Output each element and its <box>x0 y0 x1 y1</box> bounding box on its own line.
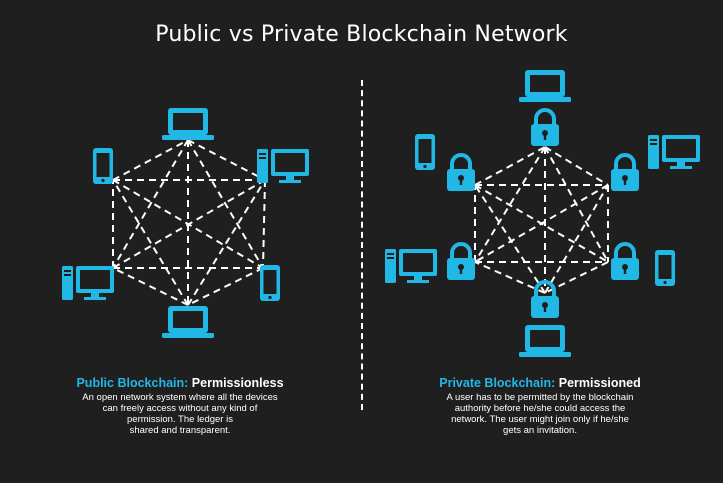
private-lock-bottom <box>529 280 561 320</box>
public-description: An open network system where all the dev… <box>60 392 300 436</box>
private-node-bottom-right <box>655 250 675 286</box>
public-heading: Public Blockchain: Permissionless <box>60 376 300 390</box>
private-lock-top-left <box>445 153 477 193</box>
private-description-line: authority before he/she could access the <box>454 403 626 414</box>
laptop-icon <box>519 325 571 357</box>
private-caption: Private Blockchain: Permissioned A user … <box>420 376 660 436</box>
lock-icon <box>445 153 477 193</box>
public-heading-type: Permissionless <box>191 376 284 390</box>
private-heading: Private Blockchain: Permissioned <box>420 376 660 390</box>
public-caption: Public Blockchain: Permissionless An ope… <box>60 376 300 436</box>
public-network <box>112 139 266 306</box>
private-node-bottom <box>519 325 571 357</box>
public-node-bottom-right <box>260 265 280 301</box>
public-node-top-right <box>257 149 309 183</box>
private-description-line: A user has to be permitted by the blockc… <box>446 392 634 403</box>
public-node-top <box>162 108 214 140</box>
private-node-top <box>519 70 571 102</box>
private-lock-top-right <box>609 153 641 193</box>
lock-icon <box>445 242 477 282</box>
private-description-line: network. The user might join only if he/… <box>451 414 629 425</box>
public-node-bottom-left <box>62 266 114 300</box>
laptop-icon <box>162 108 214 140</box>
laptop-icon <box>162 306 214 338</box>
private-lock-bottom-left <box>445 242 477 282</box>
public-description-line: An open network system where all the dev… <box>82 392 278 403</box>
public-description-line: permission. The ledger is <box>127 414 233 425</box>
public-description-line: shared and transparent. <box>129 425 231 436</box>
desktop-icon <box>648 135 700 169</box>
private-node-top-right <box>648 135 700 169</box>
public-heading-accent: Public Blockchain: <box>76 376 189 390</box>
phone-icon <box>260 265 280 301</box>
page-title: Public vs Private Blockchain Network <box>155 22 568 47</box>
private-description: A user has to be permitted by the blockc… <box>420 392 660 436</box>
desktop-icon <box>62 266 114 300</box>
private-network <box>474 146 609 294</box>
lock-icon <box>529 108 561 148</box>
lock-icon <box>609 153 641 193</box>
private-heading-type: Permissioned <box>558 376 641 390</box>
phone-icon <box>415 134 435 170</box>
lock-icon <box>609 242 641 282</box>
private-lock-top <box>529 108 561 148</box>
public-node-bottom <box>162 306 214 338</box>
phone-icon <box>655 250 675 286</box>
desktop-icon <box>257 149 309 183</box>
public-description-line: can freely access without any kind of <box>102 403 258 414</box>
section-divider <box>361 80 363 410</box>
lock-icon <box>529 280 561 320</box>
private-node-bottom-left <box>385 249 437 283</box>
phone-icon <box>93 148 113 184</box>
private-lock-bottom-right <box>609 242 641 282</box>
public-node-top-left <box>93 148 113 184</box>
desktop-icon <box>385 249 437 283</box>
private-node-top-left <box>415 134 435 170</box>
private-heading-accent: Private Blockchain: <box>439 376 556 390</box>
private-description-line: gets an invitation. <box>503 425 577 436</box>
laptop-icon <box>519 70 571 102</box>
